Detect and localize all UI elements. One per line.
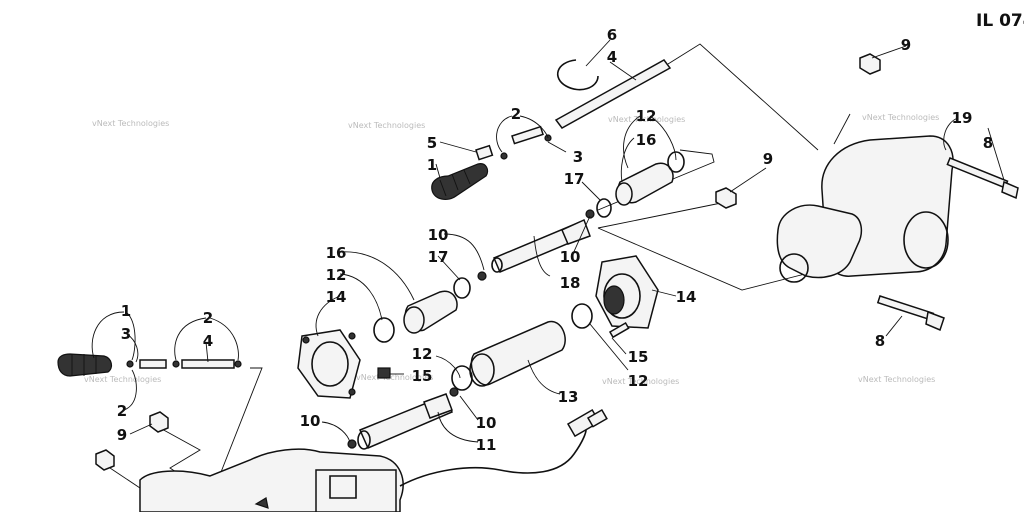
watermark: vNext Technologies — [356, 373, 433, 382]
watermark: vNext Technologies — [862, 113, 939, 122]
watermark: vNext Technologies — [858, 375, 935, 384]
shaft-part-11 — [347, 393, 454, 450]
callout-label: 17 — [564, 170, 585, 188]
callout-label: 4 — [203, 332, 213, 350]
callout-label: 10 — [300, 412, 321, 430]
callout-label: 16 — [636, 131, 657, 149]
callout-label: 1 — [121, 302, 131, 320]
callout-label: 8 — [875, 332, 885, 350]
callout-label: 2 — [203, 309, 213, 327]
rings-upper — [585, 198, 612, 219]
nut-part-9 — [95, 53, 881, 471]
callout-label: 10 — [560, 248, 581, 266]
boot-part-16-middle — [373, 290, 458, 343]
callout-label: 1 — [427, 156, 437, 174]
callout-label: 4 — [607, 48, 617, 66]
callout-label: 5 — [427, 134, 437, 152]
callout-label: 12 — [326, 266, 347, 284]
rings-middle — [453, 271, 487, 299]
callout-label: 10 — [428, 226, 449, 244]
illustration-id: IL 0744 — [976, 11, 1024, 31]
callout-label: 2 — [117, 402, 127, 420]
boot-part-13 — [469, 303, 593, 387]
shaft-part-4-top — [554, 59, 672, 129]
callout-label: 15 — [628, 348, 649, 366]
watermark: vNext Technologies — [92, 119, 169, 128]
callout-label: 17 — [428, 248, 449, 266]
flange-part-14-right — [595, 255, 659, 329]
callout-label: 3 — [573, 148, 583, 166]
callout-label: 11 — [476, 436, 497, 454]
gear-housing-upper — [776, 135, 954, 283]
callout-label: 3 — [121, 325, 131, 343]
callout-label: 12 — [412, 345, 433, 363]
boot-part-1-lower — [57, 353, 113, 377]
bolt-part-8-upper — [946, 157, 1019, 200]
callout-label: 12 — [628, 372, 649, 390]
callout-label: 6 — [607, 26, 617, 44]
callout-label: 9 — [117, 426, 127, 444]
callout-label: 14 — [326, 288, 347, 306]
callout-label: 14 — [676, 288, 697, 306]
callout-label: 9 — [763, 150, 773, 168]
callout-label: 13 — [558, 388, 579, 406]
pin-set-upper — [475, 125, 552, 161]
watermark: vNext Technologies — [84, 375, 161, 384]
pin-set-lower — [126, 359, 242, 369]
callout-label: 10 — [476, 414, 497, 432]
clamp-part-12-middle — [449, 365, 473, 397]
watermark: vNext Technologies — [348, 121, 425, 130]
bolt-part-8-lower — [876, 295, 945, 332]
bolt-part-15 — [377, 321, 630, 379]
watermarks: vNext Technologies vNext Technologies vN… — [84, 113, 939, 386]
callout-labels: 6 4 9 2 12 19 8 5 3 1 16 17 9 10 17 18 1… — [117, 26, 993, 454]
callout-label: 12 — [636, 107, 657, 125]
boot-part-16-upper — [615, 151, 685, 206]
shaft-part-18 — [491, 218, 591, 273]
callout-label: 2 — [511, 105, 521, 123]
flange-part-14-left — [297, 329, 361, 399]
callout-label: 15 — [412, 367, 433, 385]
wire-harness — [399, 408, 608, 487]
callout-label: 9 — [901, 36, 911, 54]
callout-label: 19 — [952, 109, 973, 127]
callout-label: 18 — [560, 274, 581, 292]
callout-label: 8 — [983, 134, 993, 152]
callout-label: 16 — [326, 244, 347, 262]
watermark: vNext Technologies — [608, 115, 685, 124]
snap-ring-part-6 — [556, 59, 599, 91]
gearbox-lower — [139, 448, 404, 512]
leader-lines — [91, 39, 1005, 443]
boot-part-1-upper — [431, 163, 489, 200]
watermark: vNext Technologies — [602, 377, 679, 386]
